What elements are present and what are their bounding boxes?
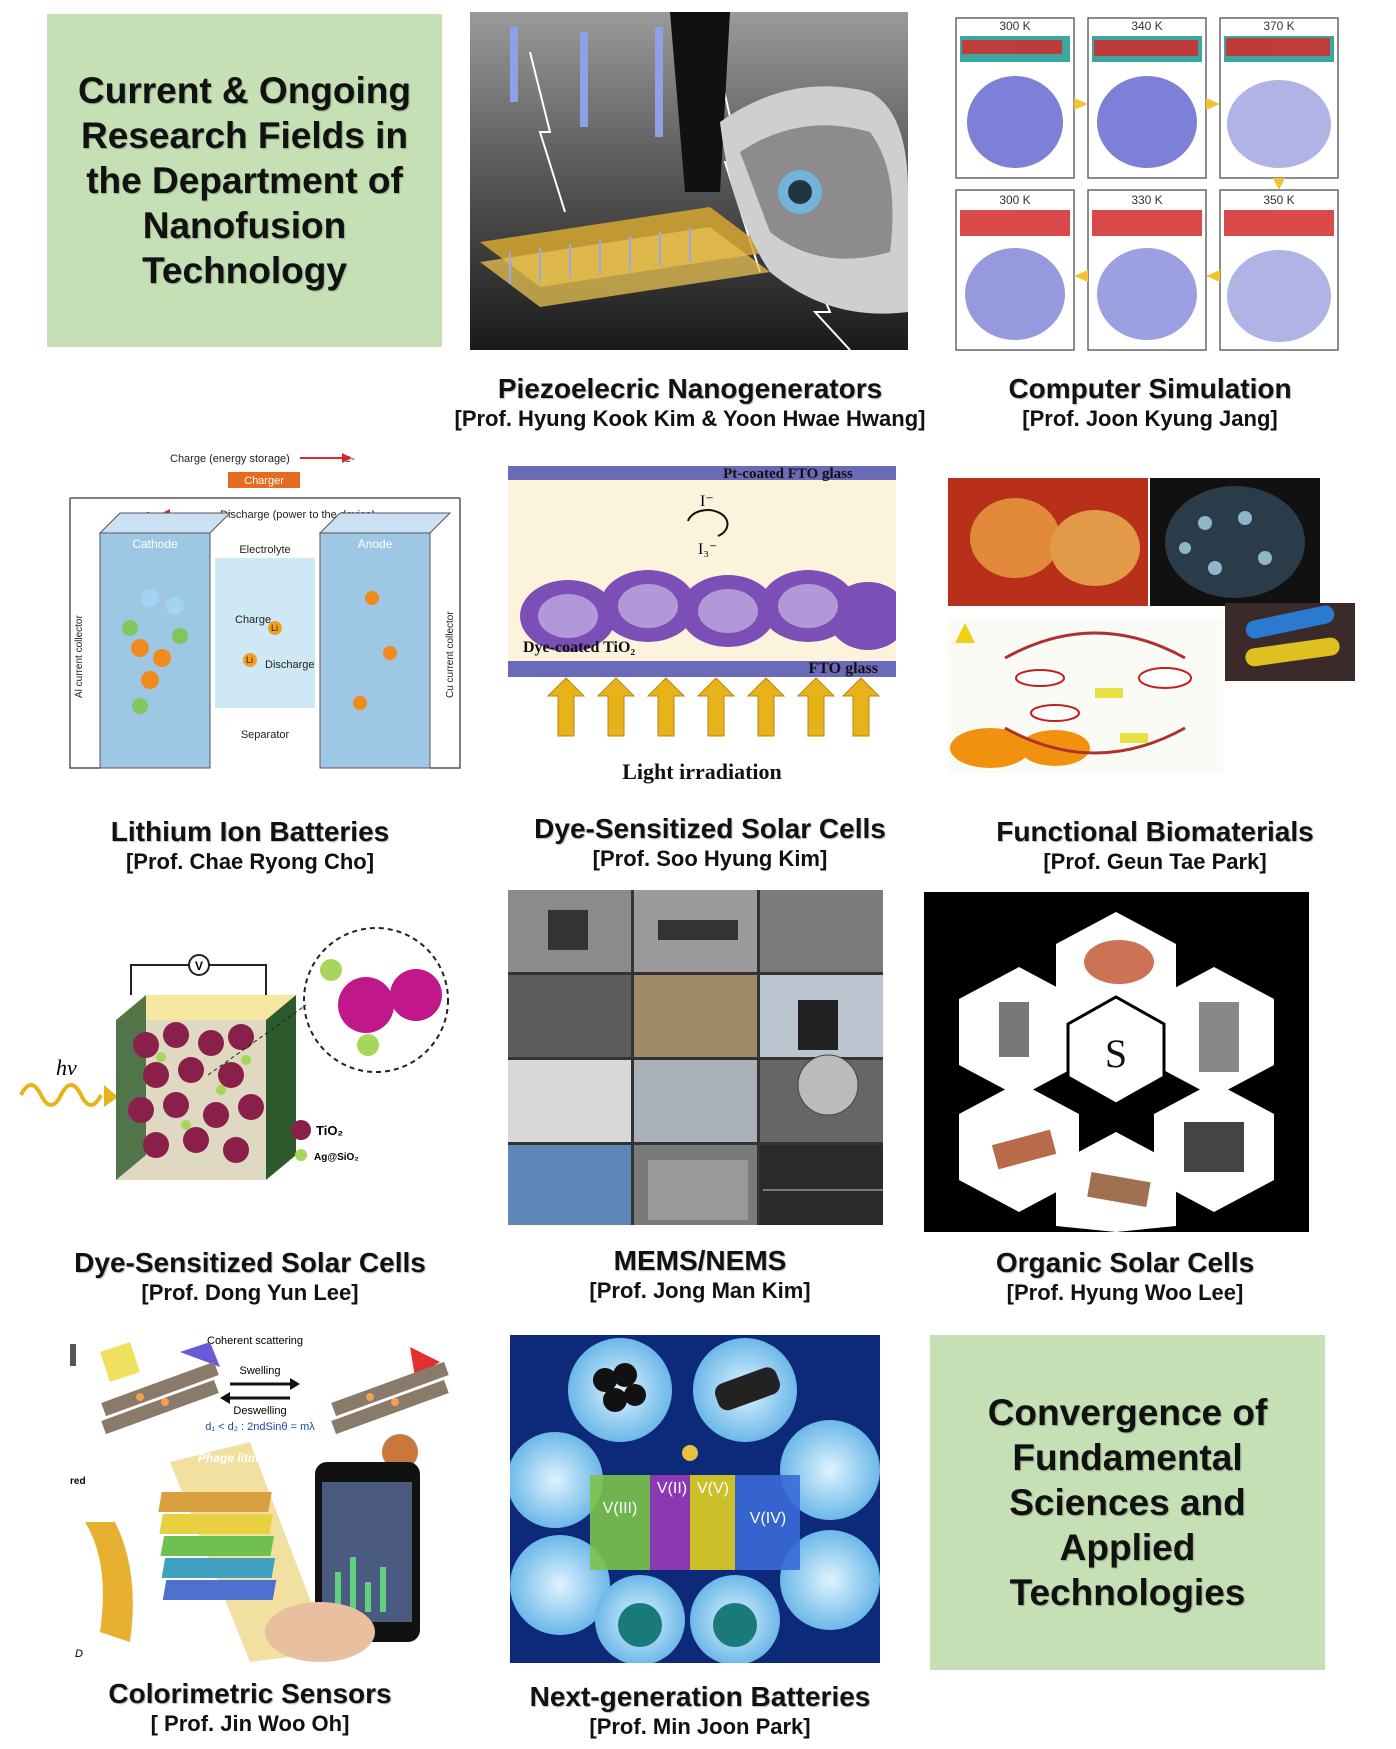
al-collector-label: Al current collector [74,615,85,698]
closing-title: Convergence of Fundamental Sciences and … [987,1392,1268,1613]
organic-title: Organic Solar Cells [995,1247,1255,1278]
simulation-professor: [Prof. Joon Kyung Jang] [1022,406,1278,431]
batteries-caption: Next-generation Batteries [Prof. Min Joo… [490,1680,910,1741]
dssc-kim-diagram: Pt-coated FTO glass I⁻ I₃⁻ Dye-coated Ti… [508,466,896,784]
dye-layer-label: Dye-coated TiO₂ [523,639,635,656]
biomaterials-collage [948,478,1355,773]
temp-label-6: 350 K [1263,193,1294,207]
dssc-lee-image: hv V TiO₂ Ag@SiO₂ [16,925,471,1200]
temp-label-4: 300 K [999,193,1030,207]
piezo-caption: Piezoelecric Nanogenerators [Prof. Hyung… [430,372,950,433]
simulation-image: 300 K 340 K 370 K 300 K 330 K 350 K [952,14,1342,352]
piezo-title: Piezoelecric Nanogenerators [497,373,883,404]
li-label-1: Li [271,623,278,633]
dssc-kim-title: Dye-Sensitized Solar Cells [534,813,886,844]
top-glass-label: Pt-coated FTO glass [723,466,853,482]
anode-label: Anode [358,537,393,551]
temp-label-3: 370 K [1263,19,1294,33]
v2-label: V(II) [657,1480,687,1497]
iodide-label: I⁻ [700,493,714,510]
mems-professor: [Prof. Jong Man Kim] [589,1278,811,1303]
lithium-image: Charge (energy storage) e- e- Discharge … [60,448,470,793]
piezo-image [470,12,908,350]
biomaterials-image [945,478,1355,778]
li-label-2: Li [246,655,253,665]
v3-label: V(III) [603,1500,638,1517]
intro-box: Current & Ongoing Research Fields in the… [47,14,442,347]
dssc-lee-professor: [Prof. Dong Yun Lee] [141,1280,359,1305]
organic-caption: Organic Solar Cells [Prof. Hyung Woo Lee… [930,1246,1320,1307]
dssc-kim-image: Pt-coated FTO glass I⁻ I₃⁻ Dye-coated Ti… [508,466,896,801]
simulation-title: Computer Simulation [1008,373,1292,404]
charge-storage-label: Charge (energy storage) [170,453,290,465]
mems-caption: MEMS/NEMS [Prof. Jong Man Kim] [510,1244,890,1305]
separator-label: Separator [241,729,290,741]
colorimetric-caption: Colorimetric Sensors [ Prof. Jin Woo Oh] [40,1677,460,1738]
temp-label-2: 340 K [1131,19,1162,33]
biomaterials-caption: Functional Biomaterials [Prof. Geun Tae … [960,815,1350,876]
lithium-professor: [Prof. Chae Ryong Cho] [125,849,375,874]
bragg-label: d₁ < d₂ : 2ndSinθ = mλ [205,1421,315,1433]
v4-label: V(IV) [750,1510,786,1527]
voltmeter-label: V [195,959,203,973]
mems-title: MEMS/NEMS [613,1245,787,1276]
organic-hexagons: S [959,912,1274,1232]
d-label: D [75,1648,83,1660]
batteries-title: Next-generation Batteries [529,1681,871,1712]
lithium-diagram: Charge (energy storage) e- e- Discharge … [69,453,461,769]
charger-label: Charger [244,475,284,487]
light-label: Light irradiation [622,759,782,784]
lithium-title: Lithium Ion Batteries [110,816,390,847]
colorimetric-title: Colorimetric Sensors [108,1678,392,1709]
mems-collage [508,890,883,1225]
mems-image [508,890,883,1225]
fto-label: FTO glass [809,660,879,677]
organic-image: S [924,892,1309,1232]
hv-label: hv [56,1055,77,1080]
simulation-grid: 300 K 340 K 370 K 300 K 330 K 350 K [955,17,1339,351]
swelling-label: Swelling [240,1365,281,1377]
temp-label-5: 330 K [1131,193,1162,207]
biomaterials-title: Functional Biomaterials [996,816,1314,847]
tio2-label: TiO₂ [316,1123,343,1138]
coherent-label: Coherent scattering [207,1335,303,1347]
colorimetric-professor: [ Prof. Jin Woo Oh] [150,1711,350,1736]
biomaterials-professor: [Prof. Geun Tae Park] [1043,849,1267,874]
dssc-lee-caption: Dye-Sensitized Solar Cells [Prof. Dong Y… [40,1246,460,1307]
discharge-inner-label: Discharge [265,659,315,671]
dssc-kim-caption: Dye-Sensitized Solar Cells [Prof. Soo Hy… [500,812,920,873]
v5-label: V(V) [697,1480,729,1497]
colorimetric-image: Coherent scattering Swelling Deswelling … [70,1332,455,1662]
electrolyte-label: Electrolyte [239,544,290,556]
agsio2-label: Ag@SiO₂ [314,1152,359,1163]
dssc-lee-title: Dye-Sensitized Solar Cells [74,1247,426,1278]
batteries-professor: [Prof. Min Joon Park] [589,1714,811,1739]
charge-inner-label: Charge [235,614,271,626]
dssc-lee-diagram: hv V TiO₂ Ag@SiO₂ [19,927,449,1180]
batteries-diagram: V(III) V(II) V(V) V(IV) [510,1335,880,1663]
intro-title: Current & Ongoing Research Fields in the… [78,70,411,291]
lithium-caption: Lithium Ion Batteries [Prof. Chae Ryong … [40,815,460,876]
batteries-image: V(III) V(II) V(V) V(IV) [510,1335,880,1663]
piezo-professor: [Prof. Hyung Kook Kim & Yoon Hwae Hwang] [454,406,926,431]
closing-box: Convergence of Fundamental Sciences and … [930,1335,1325,1670]
simulation-caption: Computer Simulation [Prof. Joon Kyung Ja… [960,372,1340,433]
piezo-illustration [470,12,908,350]
temp-label-1: 300 K [999,19,1030,33]
red-label: red [70,1476,86,1487]
phage-label: Phage litmus [198,1451,273,1465]
dssc-kim-professor: [Prof. Soo Hyung Kim] [592,846,828,871]
deswelling-label: Deswelling [233,1405,286,1417]
cathode-label: Cathode [132,537,178,551]
triiodide-label: I₃⁻ [698,541,717,558]
colorimetric-diagram: Coherent scattering Swelling Deswelling … [70,1335,449,1662]
electron-label-1: e- [345,453,355,465]
cu-collector-label: Cu current collector [445,611,456,698]
svg-text:S: S [1105,1031,1127,1076]
organic-professor: [Prof. Hyung Woo Lee] [1006,1280,1244,1305]
